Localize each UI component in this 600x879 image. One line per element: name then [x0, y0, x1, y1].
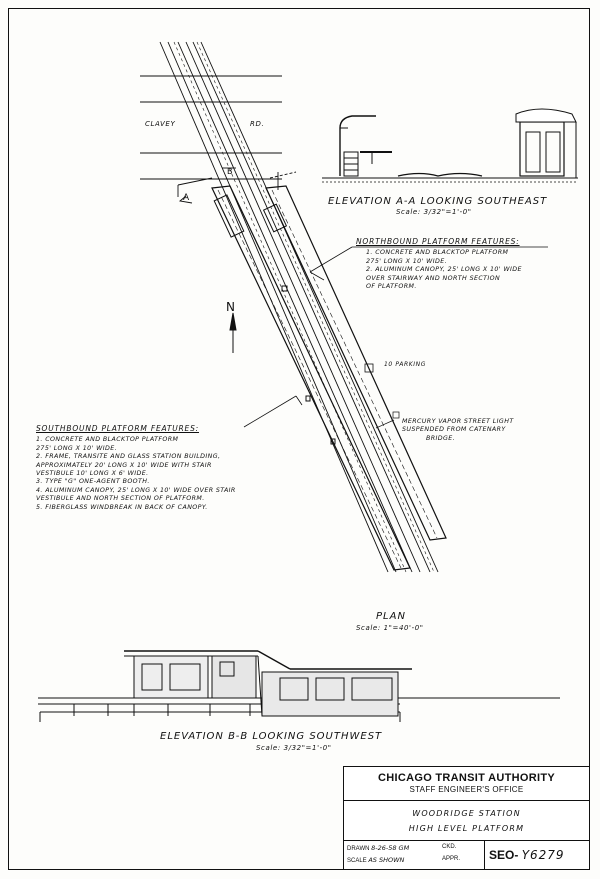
- street-light-line: SUSPENDED FROM CATENARY: [402, 426, 506, 434]
- office-name: STAFF ENGINEER'S OFFICE: [409, 785, 524, 794]
- northbound-platform: [265, 185, 447, 541]
- section-a-label: A: [183, 193, 190, 203]
- ckd-label: CKD.: [442, 844, 457, 850]
- north-arrow-label: N: [226, 300, 236, 314]
- plan-scale: Scale: 1"=40'-0": [356, 624, 424, 632]
- northbound-features: NORTHBOUND PLATFORM FEATURES: 1. CONCRET…: [356, 237, 522, 291]
- street-name-left: CLAVEY: [145, 120, 176, 128]
- southbound-item: 1. CONCRETE AND BLACKTOP PLATFORM: [36, 436, 179, 444]
- elevation-bb-graphic: [38, 650, 560, 722]
- section-a-markers: [177, 171, 297, 204]
- plan-title: PLAN: [376, 611, 406, 622]
- southbound-features: SOUTHBOUND PLATFORM FEATURES: 1. CONCRET…: [36, 424, 236, 512]
- drawing-number-prefix: SEO-: [489, 848, 519, 862]
- elevation-aa-title: ELEVATION A-A LOOKING SOUTHEAST: [328, 196, 548, 207]
- scale-value: AS SHOWN: [368, 856, 405, 864]
- section-b-label: B: [227, 167, 234, 176]
- station-name: WOODRIDGE STATION: [412, 809, 521, 818]
- northbound-item: OVER STAIRWAY AND NORTH SECTION: [366, 274, 501, 282]
- north-arrow-graphic: [229, 312, 237, 353]
- northbound-item: 275' LONG X 10' WIDE.: [366, 257, 447, 265]
- southbound-item: 4. ALUMINUM CANOPY, 25' LONG X 10' WIDE …: [36, 486, 236, 494]
- northbound-item: 2. ALUMINUM CANOPY, 25' LONG X 10' WIDE: [366, 266, 522, 274]
- elevation-bb-scale: Scale: 3/32"=1'-0": [256, 744, 332, 752]
- drawn-label: DRAWN: [347, 846, 370, 852]
- street-light-line: MERCURY VAPOR STREET LIGHT: [402, 418, 514, 425]
- ckd-cell: CKD.: [442, 844, 456, 850]
- southbound-platform: [211, 185, 411, 571]
- drawing-number-value: Y6279: [521, 848, 565, 862]
- title-block-title: WOODRIDGE STATION HIGH LEVEL PLATFORM: [344, 801, 589, 841]
- street-light-line: BRIDGE.: [426, 434, 456, 442]
- street-name-right: RD.: [250, 120, 265, 128]
- scale-cell: SCALE AS SHOWN: [347, 856, 404, 864]
- northbound-item: OF PLATFORM.: [366, 283, 417, 291]
- parking-callout: 10 PARKING: [384, 361, 426, 368]
- sheet-border: [8, 8, 590, 870]
- southbound-item: 5. FIBERGLASS WINDBREAK IN BACK OF CANOP…: [36, 503, 208, 511]
- drawing-number: SEO- Y6279: [484, 841, 589, 869]
- southbound-item: 3. TYPE "G" ONE-AGENT BOOTH.: [36, 478, 150, 486]
- appr-label: APPR.: [442, 856, 461, 862]
- street-light-callout: MERCURY VAPOR STREET LIGHT SUSPENDED FRO…: [402, 418, 514, 443]
- drawn-cell: DRAWN 8-26-58 GM: [347, 844, 409, 852]
- elevation-aa-graphic: [322, 108, 578, 183]
- title-block-info: DRAWN 8-26-58 GM SCALE AS SHOWN CKD. APP…: [344, 841, 589, 869]
- northbound-item: 1. CONCRETE AND BLACKTOP PLATFORM: [366, 249, 509, 257]
- southbound-header: SOUTHBOUND PLATFORM FEATURES:: [36, 424, 199, 433]
- rail-tracks: [159, 41, 439, 573]
- elevation-aa-scale: Scale: 3/32"=1'-0": [396, 208, 472, 216]
- drawn-value: 8-26-58 GM: [371, 844, 410, 852]
- southbound-item: VESTIBULE 10' LONG X 6' WIDE.: [36, 470, 149, 478]
- southbound-item: VESTIBULE AND NORTH SECTION OF PLATFORM.: [36, 495, 205, 503]
- southbound-item: APPROXIMATELY 20' LONG X 10' WIDE WITH S…: [36, 461, 212, 469]
- appr-cell: APPR.: [442, 856, 460, 862]
- elevation-bb-title: ELEVATION B-B LOOKING SOUTHWEST: [160, 731, 383, 742]
- title-block-org: CHICAGO TRANSIT AUTHORITY STAFF ENGINEER…: [344, 767, 589, 801]
- northbound-header: NORTHBOUND PLATFORM FEATURES:: [356, 237, 520, 246]
- southbound-item: 2. FRAME, TRANSITE AND GLASS STATION BUI…: [36, 453, 221, 461]
- southbound-item: 275' LONG X 10' WIDE.: [36, 444, 117, 452]
- scale-label: SCALE: [347, 858, 367, 864]
- drawing-subtitle: HIGH LEVEL PLATFORM: [408, 824, 525, 833]
- section-b-markers: [222, 167, 279, 190]
- org-name: CHICAGO TRANSIT AUTHORITY: [378, 772, 555, 784]
- title-block: CHICAGO TRANSIT AUTHORITY STAFF ENGINEER…: [343, 766, 590, 870]
